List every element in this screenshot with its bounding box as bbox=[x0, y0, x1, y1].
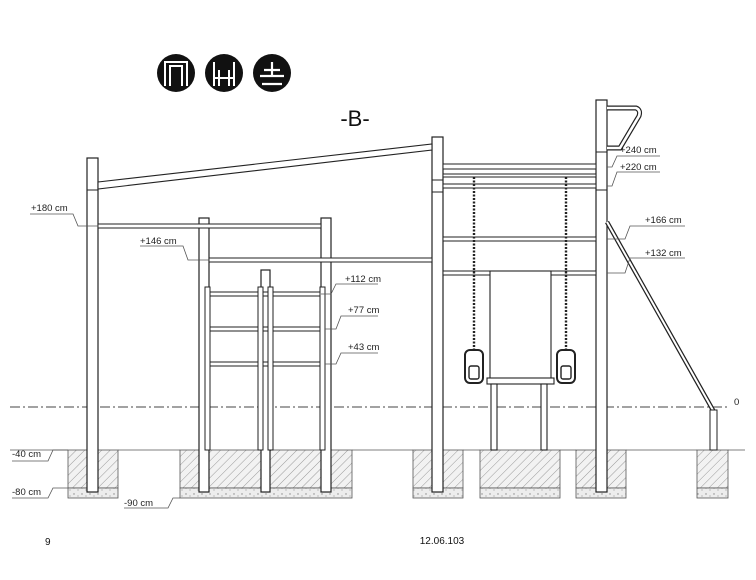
level-label-43: +43 cm bbox=[348, 342, 380, 353]
level-label-77: +77 cm bbox=[348, 305, 380, 316]
level-label-minus-90: -90 cm bbox=[124, 498, 153, 509]
parallel-bars-icon bbox=[205, 54, 243, 92]
level-label-0: 0 bbox=[734, 397, 739, 408]
view-label: -B- bbox=[340, 106, 369, 131]
level-label-112: +112 cm bbox=[345, 274, 381, 285]
dimension-leaders bbox=[12, 155, 685, 509]
foundations bbox=[67, 449, 729, 499]
level-label-minus-40: -40 cm bbox=[12, 449, 41, 460]
diagonal-brace bbox=[605, 220, 718, 451]
level-label-132: +132 cm bbox=[645, 248, 682, 259]
backboard bbox=[486, 270, 555, 451]
level-label-minus-80: -80 cm bbox=[12, 487, 41, 498]
pull-up-frame-icon bbox=[157, 54, 195, 92]
level-label-180: +180 cm bbox=[31, 203, 68, 214]
page-number: 9 bbox=[45, 537, 51, 548]
document-code: 12.06.103 bbox=[420, 536, 465, 547]
level-label-146: +146 cm bbox=[140, 236, 177, 247]
ring-rope-right bbox=[556, 177, 576, 384]
push-up-bar-icon bbox=[253, 54, 291, 92]
parallel-bar-uprights bbox=[204, 286, 326, 451]
level-label-166: +166 cm bbox=[645, 215, 682, 226]
level-label-220: +220 cm bbox=[620, 162, 657, 173]
level-label-240: +240 cm bbox=[620, 145, 657, 156]
sloped-top-bar bbox=[97, 143, 433, 190]
ring-rope-left bbox=[464, 177, 484, 384]
